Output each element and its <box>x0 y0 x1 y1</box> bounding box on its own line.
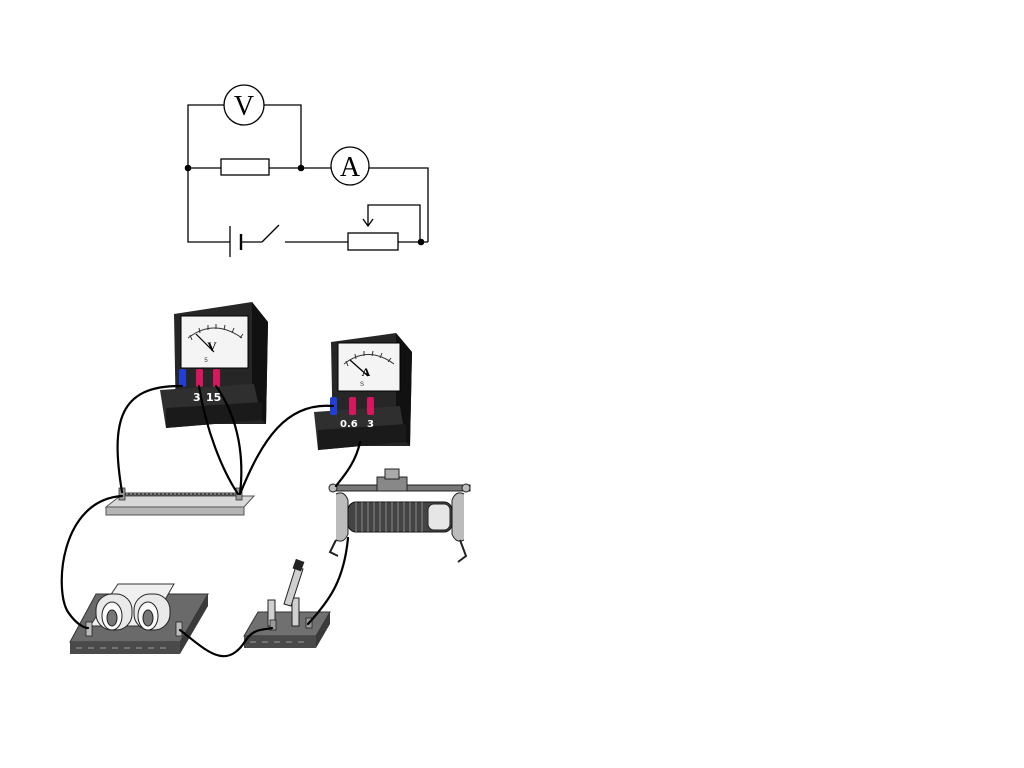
resistance-wire-board <box>104 487 256 516</box>
battery-left-post <box>85 621 93 637</box>
voltmeter-negative-terminal <box>179 369 186 387</box>
junction-dot <box>417 238 425 246</box>
ammeter-symbol: A <box>330 146 370 186</box>
wire-voltmeter-15-to-board-right <box>214 384 243 496</box>
junction-dot <box>184 164 192 172</box>
open-switch-blade <box>261 224 280 243</box>
voltmeter-terminal-3 <box>196 369 203 387</box>
wire-battery-to-switch <box>178 626 274 658</box>
voltmeter-needle <box>195 333 215 353</box>
knife-switch <box>243 558 331 648</box>
voltmeter-dial-face <box>180 315 249 369</box>
voltmeter-symbol: V <box>223 84 265 126</box>
switch-blade <box>283 565 304 607</box>
voltmeter-device: V 5 3 15 <box>160 302 268 428</box>
ammeter-terminal-label-0-6: 0.6 <box>340 419 358 430</box>
ammeter-dial-face <box>337 342 401 392</box>
ammeter-face-letter: A <box>362 365 371 379</box>
schematic-junctions <box>184 164 425 246</box>
ammeter-symbol-label: A <box>340 152 361 183</box>
wire-ammeter-to-rheostat <box>334 440 362 488</box>
sliding-rheostat <box>328 468 471 563</box>
rheostat-slider-wire <box>367 204 421 242</box>
battery-right-post <box>175 621 183 637</box>
battery-cell <box>133 593 171 631</box>
battery-cell <box>95 593 133 631</box>
voltmeter-terminal-label-3: 3 <box>193 391 201 404</box>
voltmeter-terminal-label-15: 15 <box>206 391 221 404</box>
voltmeter-terminal-15 <box>213 369 220 387</box>
ammeter-face-mark: S <box>360 382 364 388</box>
wire-voltmeter-3-to-board-right <box>197 384 240 496</box>
circuit-schematic <box>187 104 429 257</box>
wire-voltmeter-neg-to-board-left <box>116 384 184 494</box>
voltmeter-face-letter: V <box>207 339 217 354</box>
ammeter-device: A S 0.6 3 <box>314 333 412 450</box>
ammeter-terminal-label-3: 3 <box>367 419 374 430</box>
junction-dot <box>297 164 305 172</box>
battery-box <box>69 583 209 654</box>
voltmeter-face-mark: 5 <box>204 358 208 364</box>
connecting-wires <box>60 384 362 658</box>
wire-board-right-to-ammeter-neg <box>238 404 335 496</box>
voltmeter-branch-wire <box>187 104 302 168</box>
ammeter-terminal-0-6 <box>349 397 356 415</box>
ammeter-needle <box>349 359 369 377</box>
rheostat-slider-arrow <box>362 218 374 228</box>
ammeter-terminal-3 <box>367 397 374 415</box>
wire-switch-to-rheostat <box>306 536 350 626</box>
wire-board-left-to-battery <box>60 494 124 630</box>
fixed-resistor-symbol <box>220 158 270 176</box>
voltmeter-symbol-label: V <box>234 91 254 122</box>
switch-handle <box>292 558 305 572</box>
bottom-row-wire <box>187 168 428 243</box>
rheostat-symbol <box>347 232 399 251</box>
